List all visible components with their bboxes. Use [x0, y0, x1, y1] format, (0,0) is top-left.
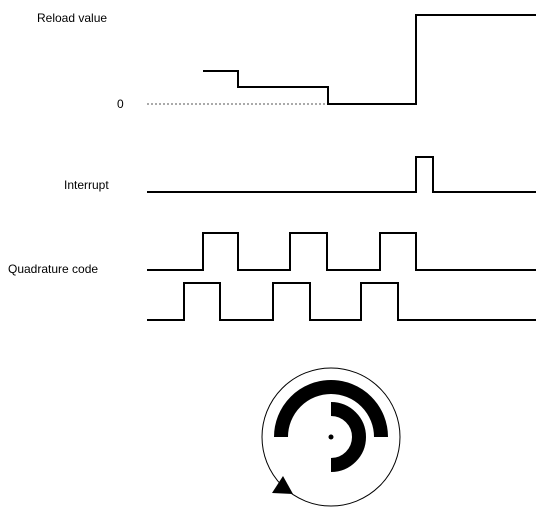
interrupt-waveform: [147, 156, 536, 193]
encoder-inner-track: [330, 402, 366, 472]
encoder-center-dot: [328, 434, 334, 440]
zero-level-label: 0: [117, 97, 124, 111]
quadrature-channel-b-waveform: [147, 282, 536, 321]
interrupt-label: Interrupt: [64, 178, 109, 192]
rotary-encoder-disc-icon: [261, 367, 401, 507]
reload-value-label: Reload value: [37, 11, 108, 25]
encoder-outer-circle: [261, 367, 401, 507]
quadrature-channel-a-waveform: [147, 232, 536, 271]
rotation-direction-arrow-icon: [272, 476, 293, 494]
quadrature-code-label: Quadrature code: [8, 262, 99, 276]
encoder-outer-track: [274, 380, 388, 438]
counter-value-waveform: [203, 14, 536, 105]
